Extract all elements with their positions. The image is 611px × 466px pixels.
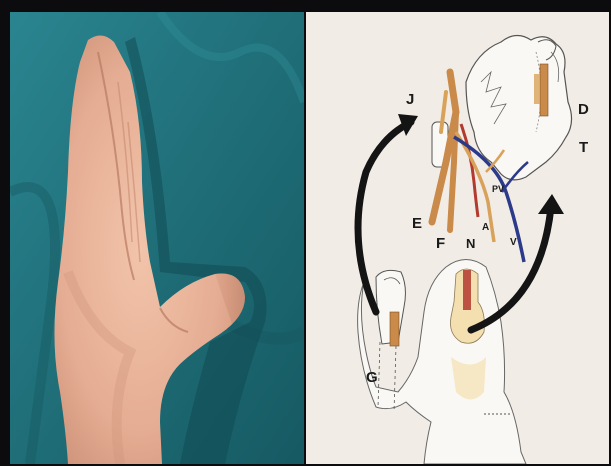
label-pv: PV <box>492 184 504 194</box>
label-d: D <box>578 101 589 118</box>
hand-photo <box>10 12 304 464</box>
hand-photo-panel <box>10 12 304 464</box>
label-j: J <box>406 91 414 108</box>
label-v: V <box>510 237 517 248</box>
label-n: N <box>466 236 475 251</box>
label-g: G <box>366 369 378 386</box>
diagram-panel: J D T E F N A V PV G <box>306 12 609 464</box>
label-a: A <box>482 222 489 233</box>
label-f: F <box>436 235 445 252</box>
label-e: E <box>412 215 422 232</box>
anatomy-diagram: J D T E F N A V PV G <box>306 12 609 464</box>
label-t: T <box>579 139 588 156</box>
